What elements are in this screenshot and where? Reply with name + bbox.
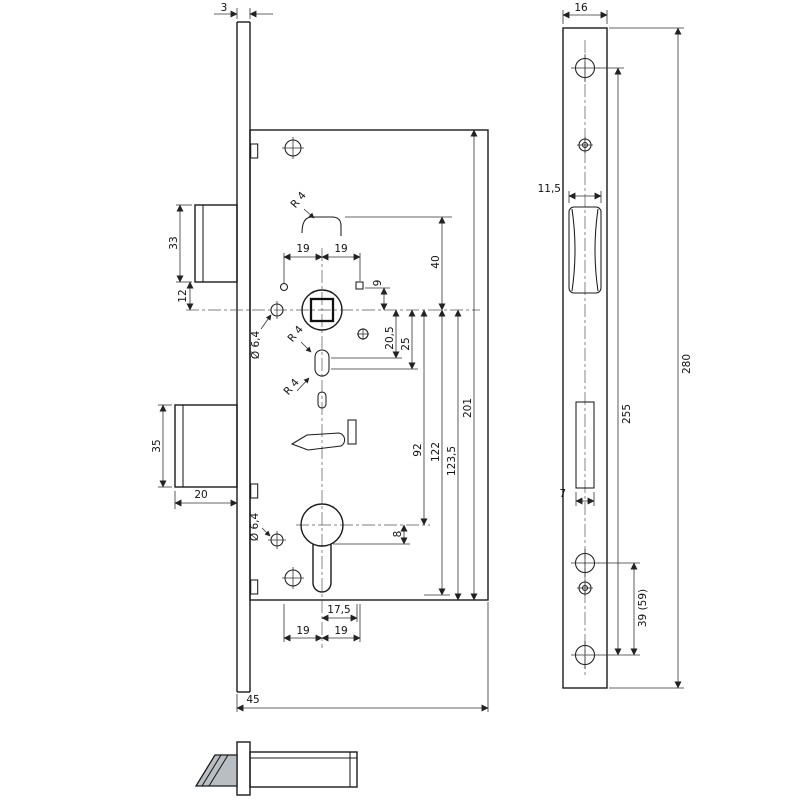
small-pin-hole [357,328,369,340]
dim-label-280: 280 [681,354,693,374]
lock-case [249,129,489,601]
dim-201: 201 [462,129,478,601]
dim-label-40: 40 [430,255,442,268]
dim-label-8: 8 [392,531,404,538]
dim-45: 45 [236,602,489,712]
dim-label-45: 45 [246,694,259,706]
dim-label-19-top-right: 19 [334,243,347,255]
dim-label-19-bottom-left: 19 [296,625,309,637]
bottom-view [194,741,358,796]
dim-20-5: 20,5 [331,309,402,359]
dim-label-33: 33 [168,236,180,249]
case-screw-top [282,137,304,159]
dim-label-35: 35 [151,439,163,452]
dim-label-3: 3 [221,2,228,14]
dim-label-dia-bottom: Ø 6,4 [249,513,261,542]
dim-deadbolt-throw: 20 [174,489,238,509]
radius-label-1: R 4 [289,189,310,210]
small-rivet [279,282,289,292]
pin-hole-lower [577,580,593,596]
case-screw-bottom [282,567,304,589]
dim-label-9: 9 [372,280,384,287]
dim-7: 7 [559,488,595,506]
screw-hole-lower [571,549,599,577]
dim-92: 92 [412,309,428,526]
dim-chain-bottom-19-19: 19 19 [283,604,361,642]
dim-latch-height: 33 [168,204,192,283]
dim-label-92: 92 [412,443,424,456]
dim-label-11-5: 11,5 [538,183,561,195]
faceplate-tab [250,483,259,499]
dim-label-12: 12 [177,289,189,302]
dim-faceplate-thickness: 3 [214,2,273,19]
dim-label-19-top-left: 19 [296,243,309,255]
dim-280: 280 [609,27,693,689]
radius-label-3: R 4 [282,376,303,397]
dim-label-20: 20 [194,489,207,501]
dim-label-20-5: 20,5 [384,326,396,349]
dim-label-39-59: 39 (59) [637,589,649,627]
plate-corner-cutout [301,216,342,236]
rect-slot [347,419,357,445]
radius-callouts: R 4 R 4 R 4 [282,189,315,398]
dim-label-201: 201 [462,398,474,418]
latch-bolt [194,204,238,283]
dim-chain-top-19-19: 19 19 [283,243,361,283]
dim-label-17-5: 17,5 [327,604,350,616]
small-square-boss [355,281,364,290]
dim-label-255: 255 [621,404,633,424]
screw-hole-bottom [571,641,599,669]
dim-screw-dia-bottom: Ø 6,4 [249,513,271,542]
dim-17-5: 17,5 [321,604,358,622]
dim-label-16: 16 [574,2,588,14]
dim-label-19-bottom-right: 19 [334,625,347,637]
dim-label-123-5: 123,5 [446,446,458,476]
dim-16: 16 [562,2,608,24]
dim-255: 255 [598,67,640,656]
dim-label-7: 7 [559,488,566,500]
pointed-slot [290,432,346,451]
deadbolt-cutout [575,401,595,489]
fixing-hole-bottom [268,531,286,549]
screw-hole-top [571,54,599,82]
deadbolt [174,404,238,488]
faceplate-bottom-view [236,741,251,796]
dim-8: 8 [333,524,410,545]
faceplate-view: 16 11,5 7 255 39 (59) [538,2,693,689]
dim-11-5: 11,5 [538,183,602,203]
dim-label-122: 122 [430,442,442,462]
main-view: 3 33 12 35 20 Ø 6,4 Ø [151,2,489,712]
cylinder-hole [300,503,344,593]
faceplate-tab [250,143,259,159]
dim-deadbolt-height: 35 [151,404,172,488]
latch-cutout [568,206,602,294]
faceplate-tab [250,579,259,595]
pin-hole-upper [577,137,593,153]
radius-label-2: R 4 [286,323,307,344]
dim-latch-to-axis: 12 [177,281,194,311]
oval-slot [314,349,330,377]
dim-screw-dia-top: Ø 6,4 [250,314,272,360]
follower-hub [301,289,343,331]
dim-25: 25 [331,309,418,370]
fixing-hole-top [270,301,284,319]
faceplate-front [562,27,608,689]
dim-label-25: 25 [400,337,412,350]
dim-123-5: 123,5 [446,309,462,601]
dim-39-59: 39 (59) [598,562,649,656]
dim-9: 9 [365,280,390,311]
case-bottom-view [249,751,358,788]
dim-40-122-chain: 40 122 [345,216,452,596]
latch-bolt-bottom-view [194,754,238,787]
small-slot [317,391,327,409]
dim-label-dia-top: Ø 6,4 [250,331,262,360]
